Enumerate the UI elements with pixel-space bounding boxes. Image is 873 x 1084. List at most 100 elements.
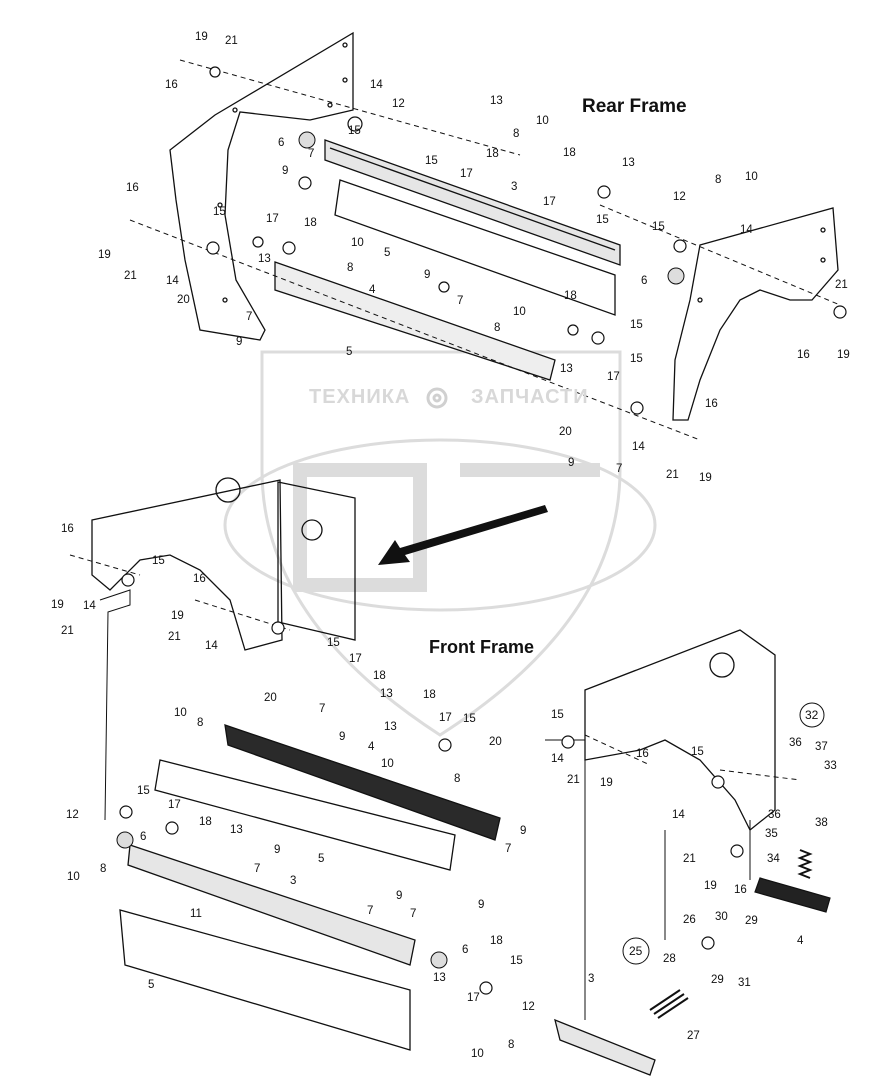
callout: 8 <box>508 1039 514 1051</box>
callout: 9 <box>520 825 526 837</box>
circled-reference-32: 32 <box>799 702 825 728</box>
rear-frame-dashed-axis <box>129 59 841 441</box>
callout: 10 <box>536 115 549 127</box>
front-frame-step-4-detail <box>754 877 831 913</box>
callout: 17 <box>607 371 620 383</box>
front-frame-callouts: 16 15 19 14 21 16 19 21 14 15 17 18 20 1… <box>51 523 535 1060</box>
callout: 7 <box>246 311 252 323</box>
watermark-gear-icon <box>426 387 448 409</box>
callout: 18 <box>563 147 576 159</box>
direction-arrow-icon <box>378 505 548 565</box>
callout: 3 <box>588 973 594 985</box>
callout: 13 <box>384 721 397 733</box>
callout: 14 <box>551 753 564 765</box>
front-frame-outline-links <box>99 589 751 1020</box>
circled-reference-25: 25 <box>622 937 650 965</box>
callout: 15 <box>551 709 564 721</box>
callout: 30 <box>715 911 728 923</box>
callout: 11 <box>190 908 202 920</box>
callout: 10 <box>67 871 80 883</box>
front-frame-panel-5-middle <box>154 759 456 871</box>
callout: 15 <box>213 206 226 218</box>
callout: 21 <box>683 853 696 865</box>
callout: 15 <box>425 155 438 167</box>
callout: 7 <box>367 905 373 917</box>
hardware-fasteners <box>119 66 847 995</box>
callout: 7 <box>308 148 314 160</box>
callout: 5 <box>148 979 154 991</box>
callout: 7 <box>457 295 463 307</box>
callout: 5 <box>384 247 390 259</box>
rear-frame-left-side-plate <box>169 31 354 341</box>
callout: 38 <box>815 817 828 829</box>
callout: 5 <box>318 853 324 865</box>
callout: 36 <box>789 737 802 749</box>
callout: 13 <box>380 688 393 700</box>
callout: 17 <box>168 799 181 811</box>
callout: 31 <box>738 977 751 989</box>
callout: 9 <box>478 899 484 911</box>
callout: 16 <box>165 79 178 91</box>
callout: 6 <box>641 275 647 287</box>
callout: 18 <box>486 148 499 160</box>
callout: 7 <box>410 908 416 920</box>
nut-6-icons <box>116 131 685 969</box>
callout: 21 <box>61 625 74 637</box>
callout: 20 <box>489 736 502 748</box>
watermark-right-text: ЗАПЧАСТИ <box>471 386 589 408</box>
callout: 10 <box>381 758 394 770</box>
callout: 16 <box>193 573 206 585</box>
callout: 15 <box>137 785 150 797</box>
callout: 17 <box>439 712 452 724</box>
callout: 15 <box>327 637 340 649</box>
callout: 17 <box>543 196 556 208</box>
callout: 14 <box>166 275 179 287</box>
callout: 18 <box>490 935 503 947</box>
callout: 16 <box>61 523 74 535</box>
callout: 4 <box>369 284 376 296</box>
callout: 8 <box>715 174 721 186</box>
svg-text:32: 32 <box>805 708 819 722</box>
callout: 16 <box>126 182 139 194</box>
callout: 21 <box>835 279 848 291</box>
rear-frame-right-side-plate <box>672 207 839 421</box>
callout: 14 <box>370 79 383 91</box>
callout: 8 <box>197 717 203 729</box>
callout: 15 <box>630 353 643 365</box>
callout: 20 <box>559 426 572 438</box>
callout: 3 <box>290 875 296 887</box>
callout: 35 <box>765 828 778 840</box>
callout: 10 <box>471 1048 484 1060</box>
callout: 34 <box>767 853 780 865</box>
watermark-shield <box>223 350 657 737</box>
front-frame-rail-3 <box>127 844 416 966</box>
callout: 18 <box>304 217 317 229</box>
callout: 18 <box>423 689 436 701</box>
callout: 19 <box>600 777 613 789</box>
callout: 8 <box>494 322 500 334</box>
callout: 16 <box>734 884 747 896</box>
callout: 14 <box>83 600 96 612</box>
callout: 18 <box>199 816 212 828</box>
callout: 16 <box>636 748 649 760</box>
callout: 17 <box>266 213 279 225</box>
front-frame-panel-5-top <box>277 481 356 641</box>
callout: 16 <box>797 349 810 361</box>
front-frame-panel-5-bottom <box>119 909 411 1051</box>
callout: 21 <box>567 774 580 786</box>
callout: 19 <box>171 610 184 622</box>
front-frame-rail-3-detail <box>554 1018 656 1076</box>
callout: 13 <box>433 972 446 984</box>
callout: 16 <box>705 398 718 410</box>
callout: 20 <box>177 294 190 306</box>
callout: 19 <box>98 249 111 261</box>
spring-27-icon <box>649 989 689 1019</box>
callout: 7 <box>254 863 260 875</box>
callout: 7 <box>319 703 325 715</box>
callout: 6 <box>278 137 284 149</box>
callout: 4 <box>368 741 375 753</box>
callout: 17 <box>349 653 362 665</box>
watermark-left-text: ТЕХНИКА <box>309 386 411 408</box>
callout: 13 <box>490 95 503 107</box>
rear-frame-bar-4 <box>274 261 556 381</box>
